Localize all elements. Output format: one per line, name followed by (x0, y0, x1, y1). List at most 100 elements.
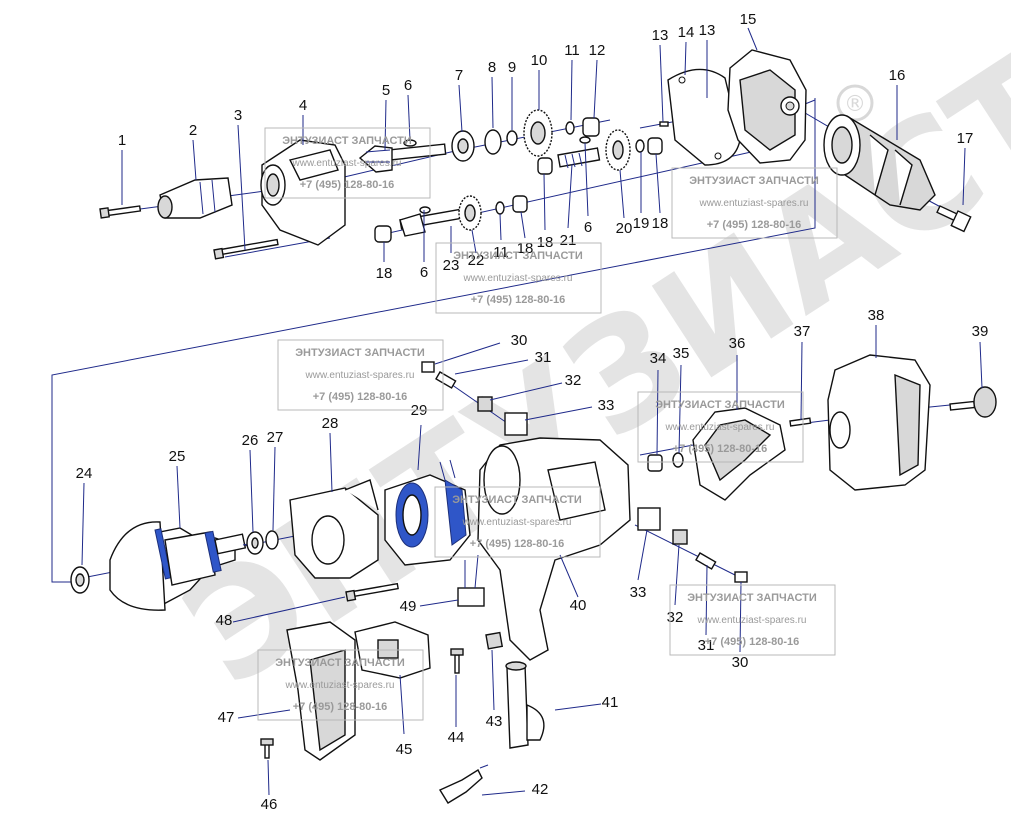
part-label: 45 (396, 741, 413, 758)
part-label: 11 (564, 42, 580, 59)
part-42-cord (438, 764, 489, 804)
part-label: 24 (76, 465, 93, 482)
shop-stamp: ЭНТУЗИАСТ ЗАПЧАСТИ www.entuziast-spares.r… (434, 486, 601, 558)
part-11-washer (495, 201, 505, 215)
stamp-title: ЭНТУЗИАСТ ЗАПЧАСТИ (452, 494, 582, 506)
stamp-phone: +7 (495) 128-80-16 (705, 636, 799, 648)
part-label: 13 (652, 27, 669, 44)
part-6-key (419, 206, 431, 214)
part-49-wires (457, 554, 485, 607)
part-label: 21 (560, 232, 577, 249)
part-label: 40 (570, 597, 587, 614)
part-label: 39 (972, 323, 989, 340)
part-label: 43 (486, 713, 503, 730)
part-32-brush (672, 529, 688, 545)
stamp-phone: +7 (495) 128-80-16 (673, 443, 767, 455)
part-30-brush-cap (734, 571, 748, 583)
part-label: 10 (531, 52, 548, 69)
part-15-cover (727, 49, 807, 164)
part-48-screw (345, 582, 399, 602)
stamp-site: www.entuziast-spares.ru (697, 615, 807, 626)
part-39-knob (949, 386, 997, 418)
part-label: 41 (602, 694, 619, 711)
part-label: 32 (565, 372, 582, 389)
part-33-brush-holder (637, 507, 661, 531)
part-7-bearing (451, 130, 475, 162)
stamp-site: www.entuziast-spares.ru (463, 273, 573, 284)
part-18-bearing (374, 225, 392, 243)
stamp-title: ЭНТУЗИАСТ ЗАПЧАСТИ (275, 657, 405, 669)
part-12-bearing (582, 117, 600, 137)
stamp-site: www.entuziast-spares.ru (292, 158, 402, 169)
part-33-brush-holder (504, 412, 528, 436)
part-label: 5 (382, 82, 390, 99)
part-label: 9 (508, 59, 516, 76)
shop-stamps: ЭНТУЗИАСТ ЗАПЧАСТИ www.entuziast-spares.r… (257, 127, 838, 721)
part-16-side-handle (823, 114, 936, 211)
part-10-gear (523, 109, 553, 157)
part-label: 47 (218, 709, 235, 726)
part-44-screw (450, 648, 464, 674)
shop-stamp: ЭНТУЗИАСТ ЗАПЧАСТИwww.entuziast-spares.r… (671, 167, 838, 239)
part-label: 42 (532, 781, 549, 798)
stamp-phone: +7 (495) 128-80-16 (293, 701, 387, 713)
part-label: 18 (652, 215, 669, 232)
part-label: 1 (118, 132, 126, 149)
part-17-bolt (936, 205, 972, 233)
part-5-spindle (358, 143, 447, 173)
part-23-shaft (399, 208, 462, 237)
part-3-screw (213, 238, 279, 260)
part-label: 6 (420, 264, 428, 281)
shop-stamp: ЭНТУЗИАСТ ЗАПЧАСТИwww.entuziast-spares.r… (264, 127, 431, 199)
stamp-site: www.entuziast-spares.ru (305, 370, 415, 381)
part-label: 3 (234, 107, 242, 124)
part-label: 7 (455, 67, 463, 84)
part-label: 13 (699, 22, 716, 39)
part-19-washer (635, 139, 645, 153)
part-43-switch-lock (485, 631, 504, 650)
part-label: 25 (169, 448, 186, 465)
part-label: 30 (511, 332, 528, 349)
part-24-bearing (70, 566, 90, 594)
part-34-bearing (647, 454, 663, 472)
part-label: 31 (698, 637, 715, 654)
stamp-title: ЭНТУЗИАСТ ЗАПЧАСТИ (687, 592, 817, 604)
part-label: 6 (404, 77, 412, 94)
part-label: 30 (732, 654, 749, 671)
part-label: 4 (299, 97, 307, 114)
stamp-phone: +7 (495) 128-80-16 (300, 179, 394, 191)
part-label: 14 (678, 24, 695, 41)
part-26-bearing (246, 531, 264, 555)
part-18-bearing (647, 137, 663, 155)
part-label: 20 (616, 220, 633, 237)
part-41-sleeve (505, 661, 545, 749)
part-label: 32 (667, 609, 684, 626)
stamp-title: ЭНТУЗИАСТ ЗАПЧАСТИ (295, 347, 425, 359)
part-label: 36 (729, 335, 746, 352)
svg-text:®: ® (844, 92, 866, 117)
part-label: 34 (650, 350, 667, 367)
part-label: 18 (376, 265, 393, 282)
part-20-gear (605, 129, 631, 171)
part-30-brush-cap (421, 361, 435, 373)
part-38-rear-handle (827, 354, 931, 491)
part-46-screw (260, 738, 274, 759)
part-label: 44 (448, 729, 465, 746)
shop-stamp: ЭНТУЗИАСТ ЗАПЧАСТИwww.entuziast-spares.r… (637, 391, 804, 463)
part-label: 31 (535, 349, 552, 366)
part-22-gear (458, 195, 482, 231)
part-label: 26 (242, 432, 259, 449)
stamp-site: www.entuziast-spares.ru (285, 680, 395, 691)
shop-stamp: ЭНТУЗИАСТ ЗАПЧАСТИ www.entuziast-spares.r… (669, 584, 836, 656)
stamp-site: www.entuziast-spares.ru (462, 517, 572, 528)
part-8-circlip (484, 129, 502, 155)
part-31-spring (435, 371, 457, 389)
shop-stamp: ЭНТУЗИАСТ ЗАПЧАСТИ www.entuziast-spares.r… (277, 339, 444, 411)
part-label: 33 (630, 584, 647, 601)
part-25-armature (109, 521, 259, 611)
part-2-chuck (157, 177, 233, 219)
part-4-gear-housing (260, 139, 346, 246)
